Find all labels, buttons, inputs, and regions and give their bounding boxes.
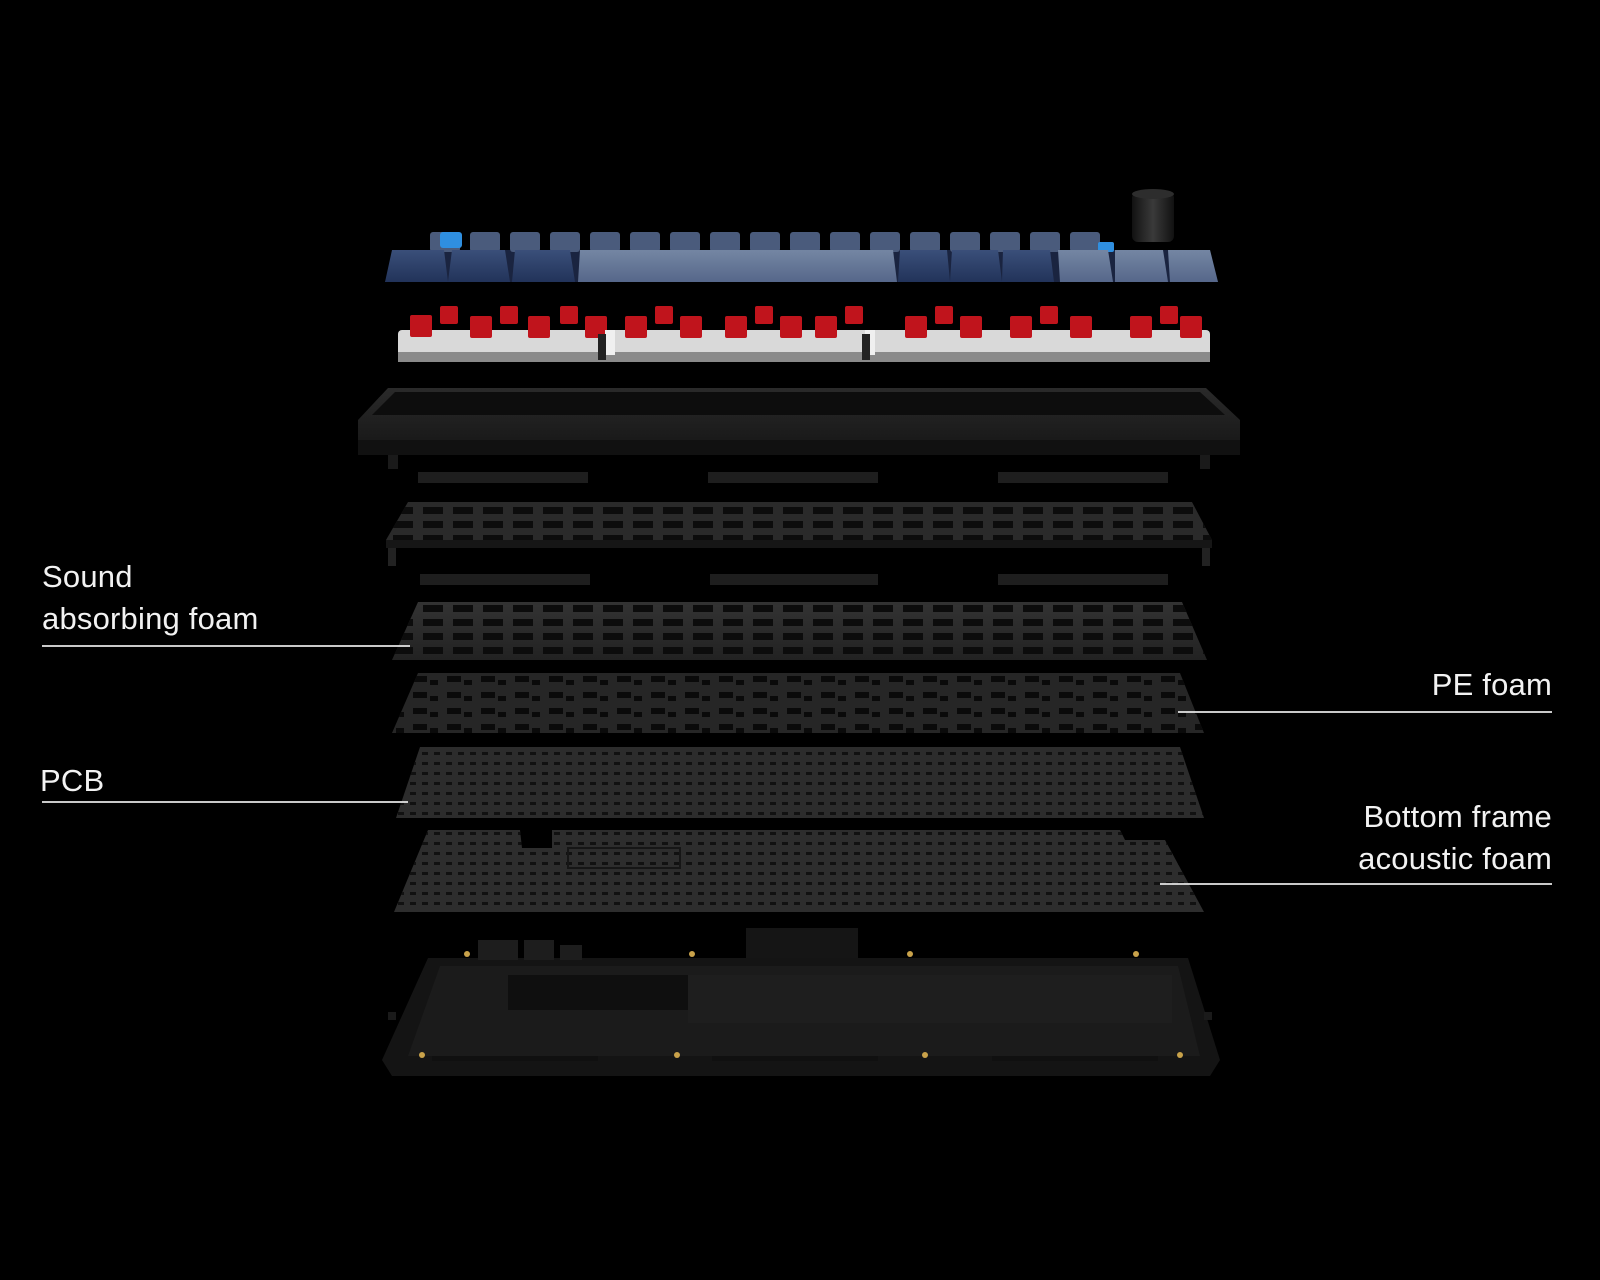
plate-layer: [386, 502, 1212, 566]
bottom-frame-acoustic-foam-label: Bottom frame acoustic foam: [1358, 796, 1552, 880]
bottom-foam-label-line-1: Bottom frame: [1363, 799, 1552, 834]
pe-foam-label: PE foam: [1432, 664, 1552, 706]
pcb-label: PCB: [40, 760, 104, 802]
pcb-layer: [396, 747, 1204, 818]
gasket-strips-bottom: [420, 574, 1168, 585]
pcb-label-text: PCB: [40, 763, 105, 798]
sound-absorbing-foam-layer: [392, 602, 1207, 660]
top-frame-layer: [358, 388, 1240, 469]
bottom-foam-label-line-2: acoustic foam: [1358, 841, 1552, 876]
volume-knob-icon: [1132, 192, 1174, 242]
pe-foam-layer: [392, 673, 1204, 733]
sound-foam-label-line-1: Sound: [42, 559, 133, 594]
keycaps-layer: [385, 189, 1218, 282]
gasket-strips-top: [418, 472, 1168, 483]
pe-foam-label-text: PE foam: [1431, 667, 1552, 702]
sound-absorbing-foam-label: Sound absorbing foam: [42, 556, 259, 640]
switches-layer: [398, 306, 1210, 362]
bottom-acoustic-foam-layer: [394, 830, 1204, 912]
bottom-case-layer: [382, 928, 1220, 1076]
leader-lines: [42, 645, 1552, 885]
sound-foam-label-line-2: absorbing foam: [42, 601, 259, 636]
